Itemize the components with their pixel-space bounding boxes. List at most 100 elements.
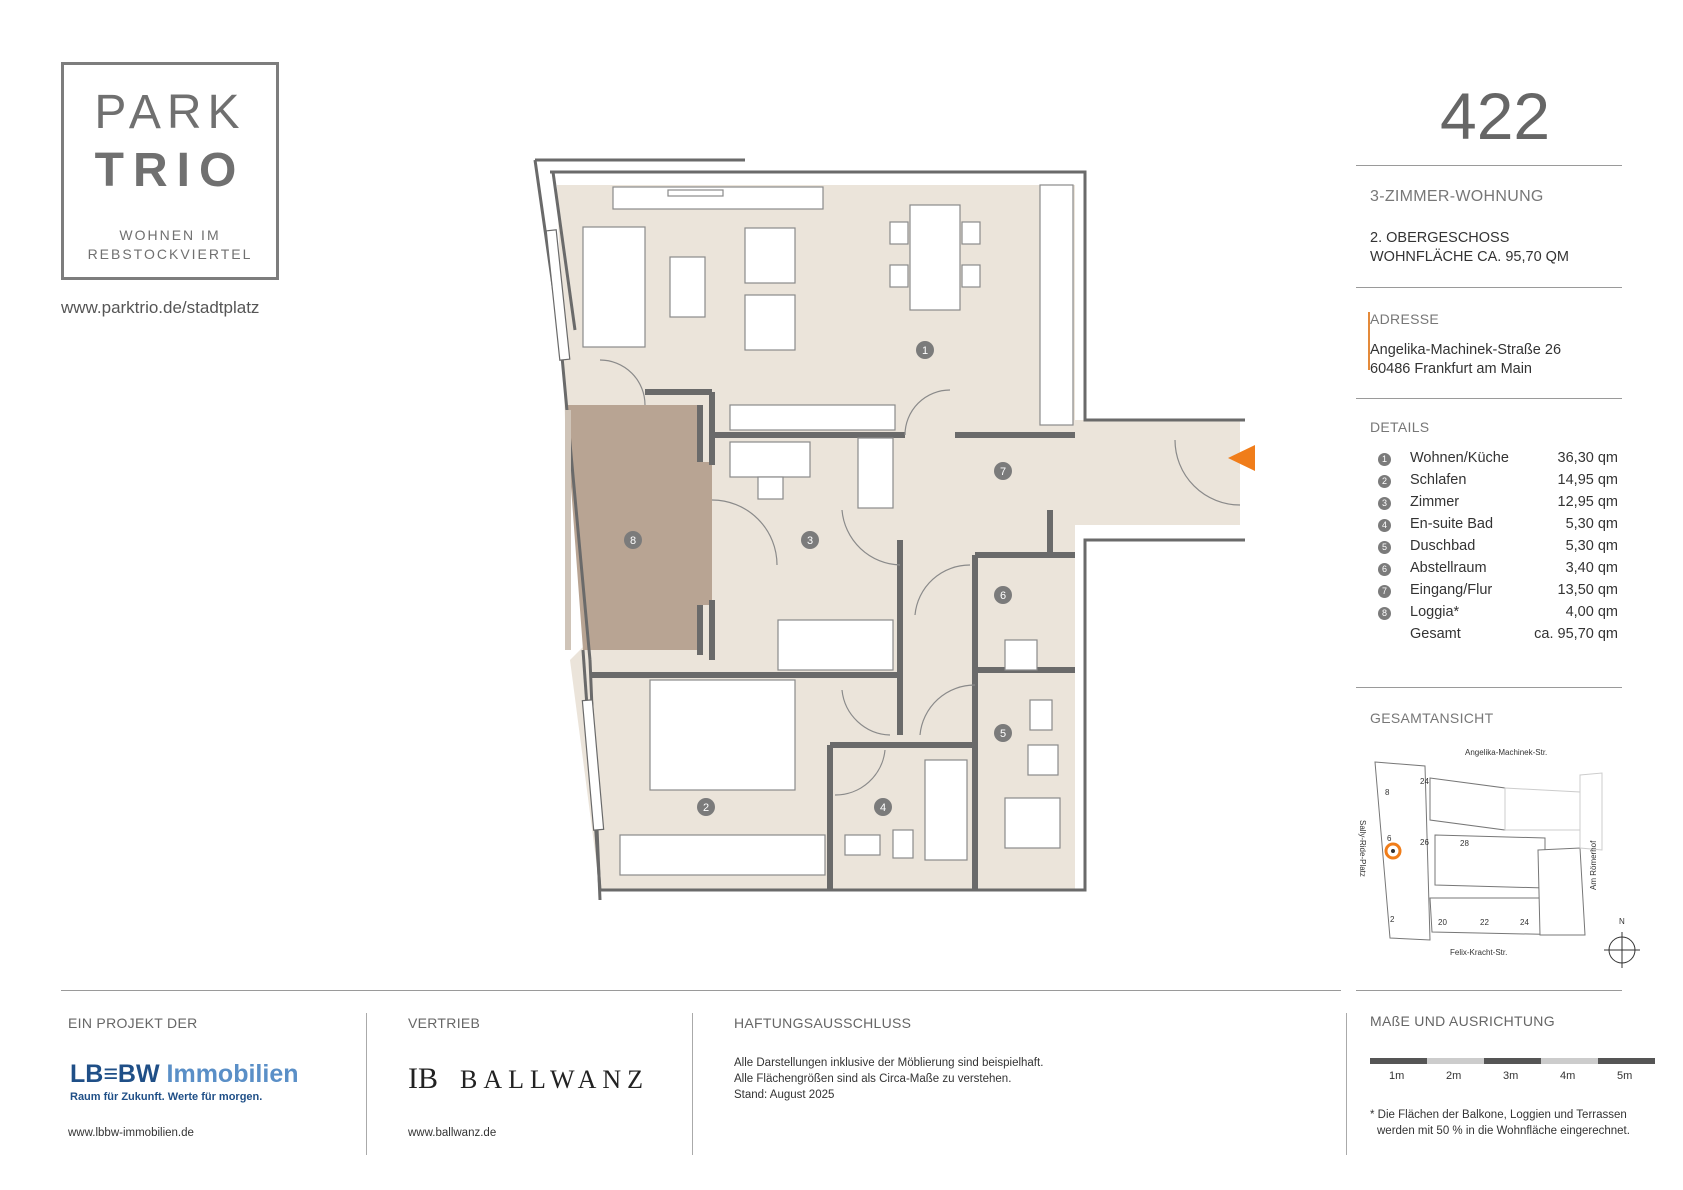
logo-line-wohnen: WOHNEN IM bbox=[119, 227, 221, 243]
map-street-south: Felix-Kracht-Str. bbox=[1450, 948, 1507, 957]
scale-label: 5m bbox=[1617, 1070, 1633, 1082]
map-house-number: 20 bbox=[1438, 918, 1447, 927]
room-index-badge: 6 bbox=[1378, 563, 1391, 576]
detail-room-name: Duschbad bbox=[1410, 538, 1476, 554]
logo-line-trio: TRIO bbox=[94, 144, 246, 197]
footer-column-divider bbox=[1346, 1013, 1347, 1155]
detail-row: 2 Schlafen 14,95 qm bbox=[1378, 472, 1618, 492]
detail-room-name: Wohnen/Küche bbox=[1410, 450, 1509, 466]
map-house-number: 28 bbox=[1460, 839, 1469, 848]
map-house-number: 6 bbox=[1387, 834, 1392, 843]
detail-room-name: En-suite Bad bbox=[1410, 516, 1494, 532]
scale-segment bbox=[1427, 1058, 1484, 1064]
address-street: Angelika-Machinek-Straße 26 bbox=[1370, 342, 1562, 358]
map-house-number: 24 bbox=[1520, 918, 1529, 927]
logo-line-rebstock: REBSTOCKVIERTEL bbox=[87, 246, 253, 262]
room-number-4: 4 bbox=[880, 802, 886, 814]
room-index-badge: 2 bbox=[1378, 475, 1391, 488]
scale-segment bbox=[1370, 1058, 1427, 1064]
scale-label: 3m bbox=[1503, 1070, 1519, 1082]
detail-total-value: ca. 95,70 qm bbox=[1534, 626, 1618, 642]
map-house-number: 24 bbox=[1420, 777, 1429, 786]
detail-room-area: 4,00 qm bbox=[1565, 604, 1618, 620]
project-heading: EIN PROJEKT DER bbox=[68, 1015, 198, 1031]
footer-column-divider bbox=[692, 1013, 693, 1155]
detail-room-area: 5,30 qm bbox=[1565, 538, 1618, 554]
detail-room-name: Zimmer bbox=[1410, 494, 1460, 510]
footnote: * Die Flächen der Balkone, Loggien und T… bbox=[1370, 1109, 1627, 1121]
room-index-badge: 4 bbox=[1378, 519, 1391, 532]
site-overview-map: Angelika-Machinek-Str. Felix-Kracht-Str.… bbox=[1358, 748, 1640, 968]
map-house-number: 22 bbox=[1480, 918, 1489, 927]
room-loggia bbox=[565, 405, 712, 650]
footer-column-divider bbox=[366, 1013, 367, 1155]
detail-room-area: 13,50 qm bbox=[1557, 582, 1618, 598]
living-area: WOHNFLÄCHE CA. 95,70 QM bbox=[1370, 249, 1570, 265]
room-index-badge: 1 bbox=[1378, 453, 1391, 466]
detail-room-area: 5,30 qm bbox=[1565, 516, 1618, 532]
divider bbox=[1356, 165, 1622, 166]
scale-segment bbox=[1598, 1058, 1655, 1064]
scale-segment bbox=[1484, 1058, 1541, 1064]
disclaimer-line: Stand: August 2025 bbox=[734, 1089, 835, 1101]
room-index-badge: 7 bbox=[1378, 585, 1391, 598]
room-number-3: 3 bbox=[807, 535, 813, 547]
room-number-6: 6 bbox=[1000, 590, 1006, 602]
divider bbox=[1356, 398, 1622, 399]
detail-total-label: Gesamt bbox=[1410, 626, 1461, 642]
detail-row: 7 Eingang/Flur 13,50 qm bbox=[1378, 582, 1618, 602]
lbbw-website-link[interactable]: www.lbbw-immobilien.de bbox=[68, 1127, 194, 1139]
entry-arrow-icon bbox=[1228, 445, 1255, 471]
compass-icon bbox=[1604, 932, 1640, 968]
address-heading: ADRESSE bbox=[1370, 311, 1440, 327]
detail-room-name: Loggia* bbox=[1410, 604, 1460, 620]
detail-room-name: Schlafen bbox=[1410, 472, 1467, 488]
logo-line-park: PARK bbox=[94, 86, 246, 139]
room-index-badge: 5 bbox=[1378, 541, 1391, 554]
address-city: 60486 Frankfurt am Main bbox=[1370, 361, 1532, 377]
divider bbox=[1356, 687, 1622, 688]
detail-row: 8 Loggia* 4,00 qm bbox=[1378, 604, 1618, 624]
address-accent-bar bbox=[1368, 312, 1370, 370]
ballwanz-website-link[interactable]: www.ballwanz.de bbox=[408, 1127, 497, 1139]
sales-heading: VERTRIEB bbox=[408, 1015, 481, 1031]
lbbw-brand-immobilien: Immobilien bbox=[166, 1060, 299, 1088]
room-index-badge: 3 bbox=[1378, 497, 1391, 510]
room-number-5: 5 bbox=[1000, 728, 1006, 740]
footnote: werden mit 50 % in die Wohnfläche einger… bbox=[1377, 1125, 1630, 1137]
lbbw-brand: LB≡BW bbox=[70, 1060, 160, 1088]
detail-room-name: Abstellraum bbox=[1410, 560, 1487, 576]
park-trio-logo: PARK TRIO WOHNEN IM REBSTOCKVIERTEL bbox=[61, 62, 279, 280]
map-street-east: Am Römerhof bbox=[1589, 840, 1598, 890]
map-house-number: 26 bbox=[1420, 838, 1429, 847]
ballwanz-mark: IB bbox=[408, 1062, 438, 1095]
unit-number: 422 bbox=[1440, 79, 1551, 153]
website-link[interactable]: www.parktrio.de/stadtplatz bbox=[61, 298, 260, 317]
room-number-8: 8 bbox=[630, 535, 636, 547]
map-house-number: 8 bbox=[1385, 788, 1390, 797]
detail-room-area: 14,95 qm bbox=[1557, 472, 1618, 488]
compass-north-label: N bbox=[1619, 917, 1625, 926]
disclaimer-heading: HAFTUNGSAUSSCHLUSS bbox=[734, 1015, 912, 1031]
room-number-2: 2 bbox=[703, 802, 709, 814]
map-house-number: 2 bbox=[1390, 915, 1395, 924]
room-index-badge: 8 bbox=[1378, 607, 1391, 620]
scale-heading: MAßE UND AUSRICHTUNG bbox=[1370, 1013, 1555, 1029]
footer-divider-right bbox=[1356, 990, 1622, 991]
lbbw-logo: LB≡BW Immobilien Raum für Zukunft. Werte… bbox=[70, 1060, 299, 1103]
disclaimer-line: Alle Darstellungen inklusive der Möblier… bbox=[734, 1057, 1044, 1069]
detail-total-row: Gesamt ca. 95,70 qm bbox=[1378, 626, 1618, 646]
divider bbox=[1356, 287, 1622, 288]
room-number-7: 7 bbox=[1000, 466, 1006, 478]
overview-heading: GESAMTANSICHT bbox=[1370, 710, 1494, 726]
disclaimer-line: Alle Flächengrößen sind als Circa-Maße z… bbox=[734, 1073, 1012, 1085]
details-heading: DETAILS bbox=[1370, 419, 1430, 435]
detail-room-name: Eingang/Flur bbox=[1410, 582, 1493, 598]
lbbw-tagline: Raum für Zukunft. Werte für morgen. bbox=[70, 1091, 263, 1103]
floor-plan: 1 2 3 4 5 6 7 8 bbox=[533, 158, 1255, 901]
detail-row: 4 En-suite Bad 5,30 qm bbox=[1378, 516, 1618, 536]
